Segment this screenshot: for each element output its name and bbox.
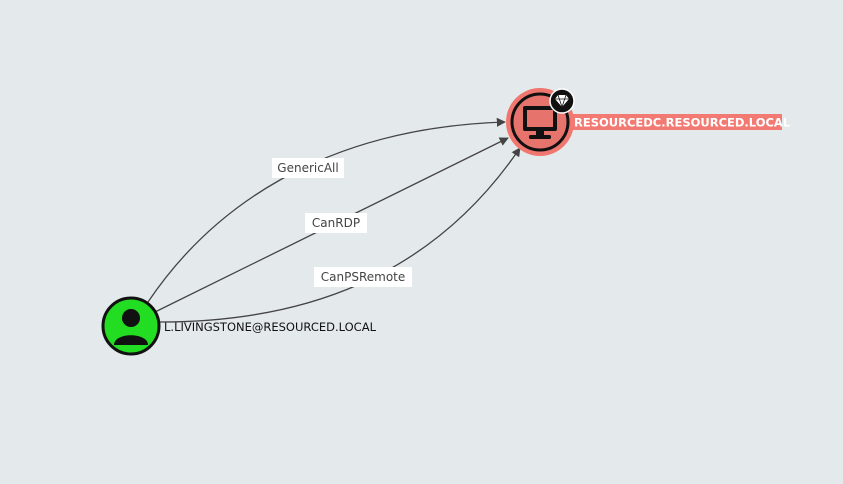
edge-label-background	[305, 213, 367, 233]
computer-icon	[523, 106, 557, 139]
edge-line[interactable]	[147, 117, 506, 303]
edge-label[interactable]: CanRDP	[312, 216, 360, 230]
edge-canpsremote[interactable]: CanPSRemote	[159, 147, 521, 323]
edge-label[interactable]: GenericAll	[277, 161, 338, 175]
edge-canrdp[interactable]: CanRDP	[154, 137, 509, 313]
gem-icon	[549, 88, 575, 114]
node-computer-label[interactable]: RESOURCEDC.RESOURCED.LOCAL	[574, 116, 791, 130]
edge-label-background	[272, 158, 344, 178]
node-user[interactable]: L.LIVINGSTONE@RESOURCED.LOCAL	[101, 296, 377, 356]
node-computer-label-background	[571, 114, 782, 130]
node-user-label[interactable]: L.LIVINGSTONE@RESOURCED.LOCAL	[164, 320, 377, 334]
edge-label[interactable]: CanPSRemote	[321, 270, 406, 284]
user-icon	[114, 309, 148, 345]
node-computer[interactable]: RESOURCEDC.RESOURCED.LOCAL	[506, 88, 791, 156]
edge-genericall[interactable]: GenericAll	[147, 117, 506, 303]
edge-label-background	[314, 267, 412, 287]
